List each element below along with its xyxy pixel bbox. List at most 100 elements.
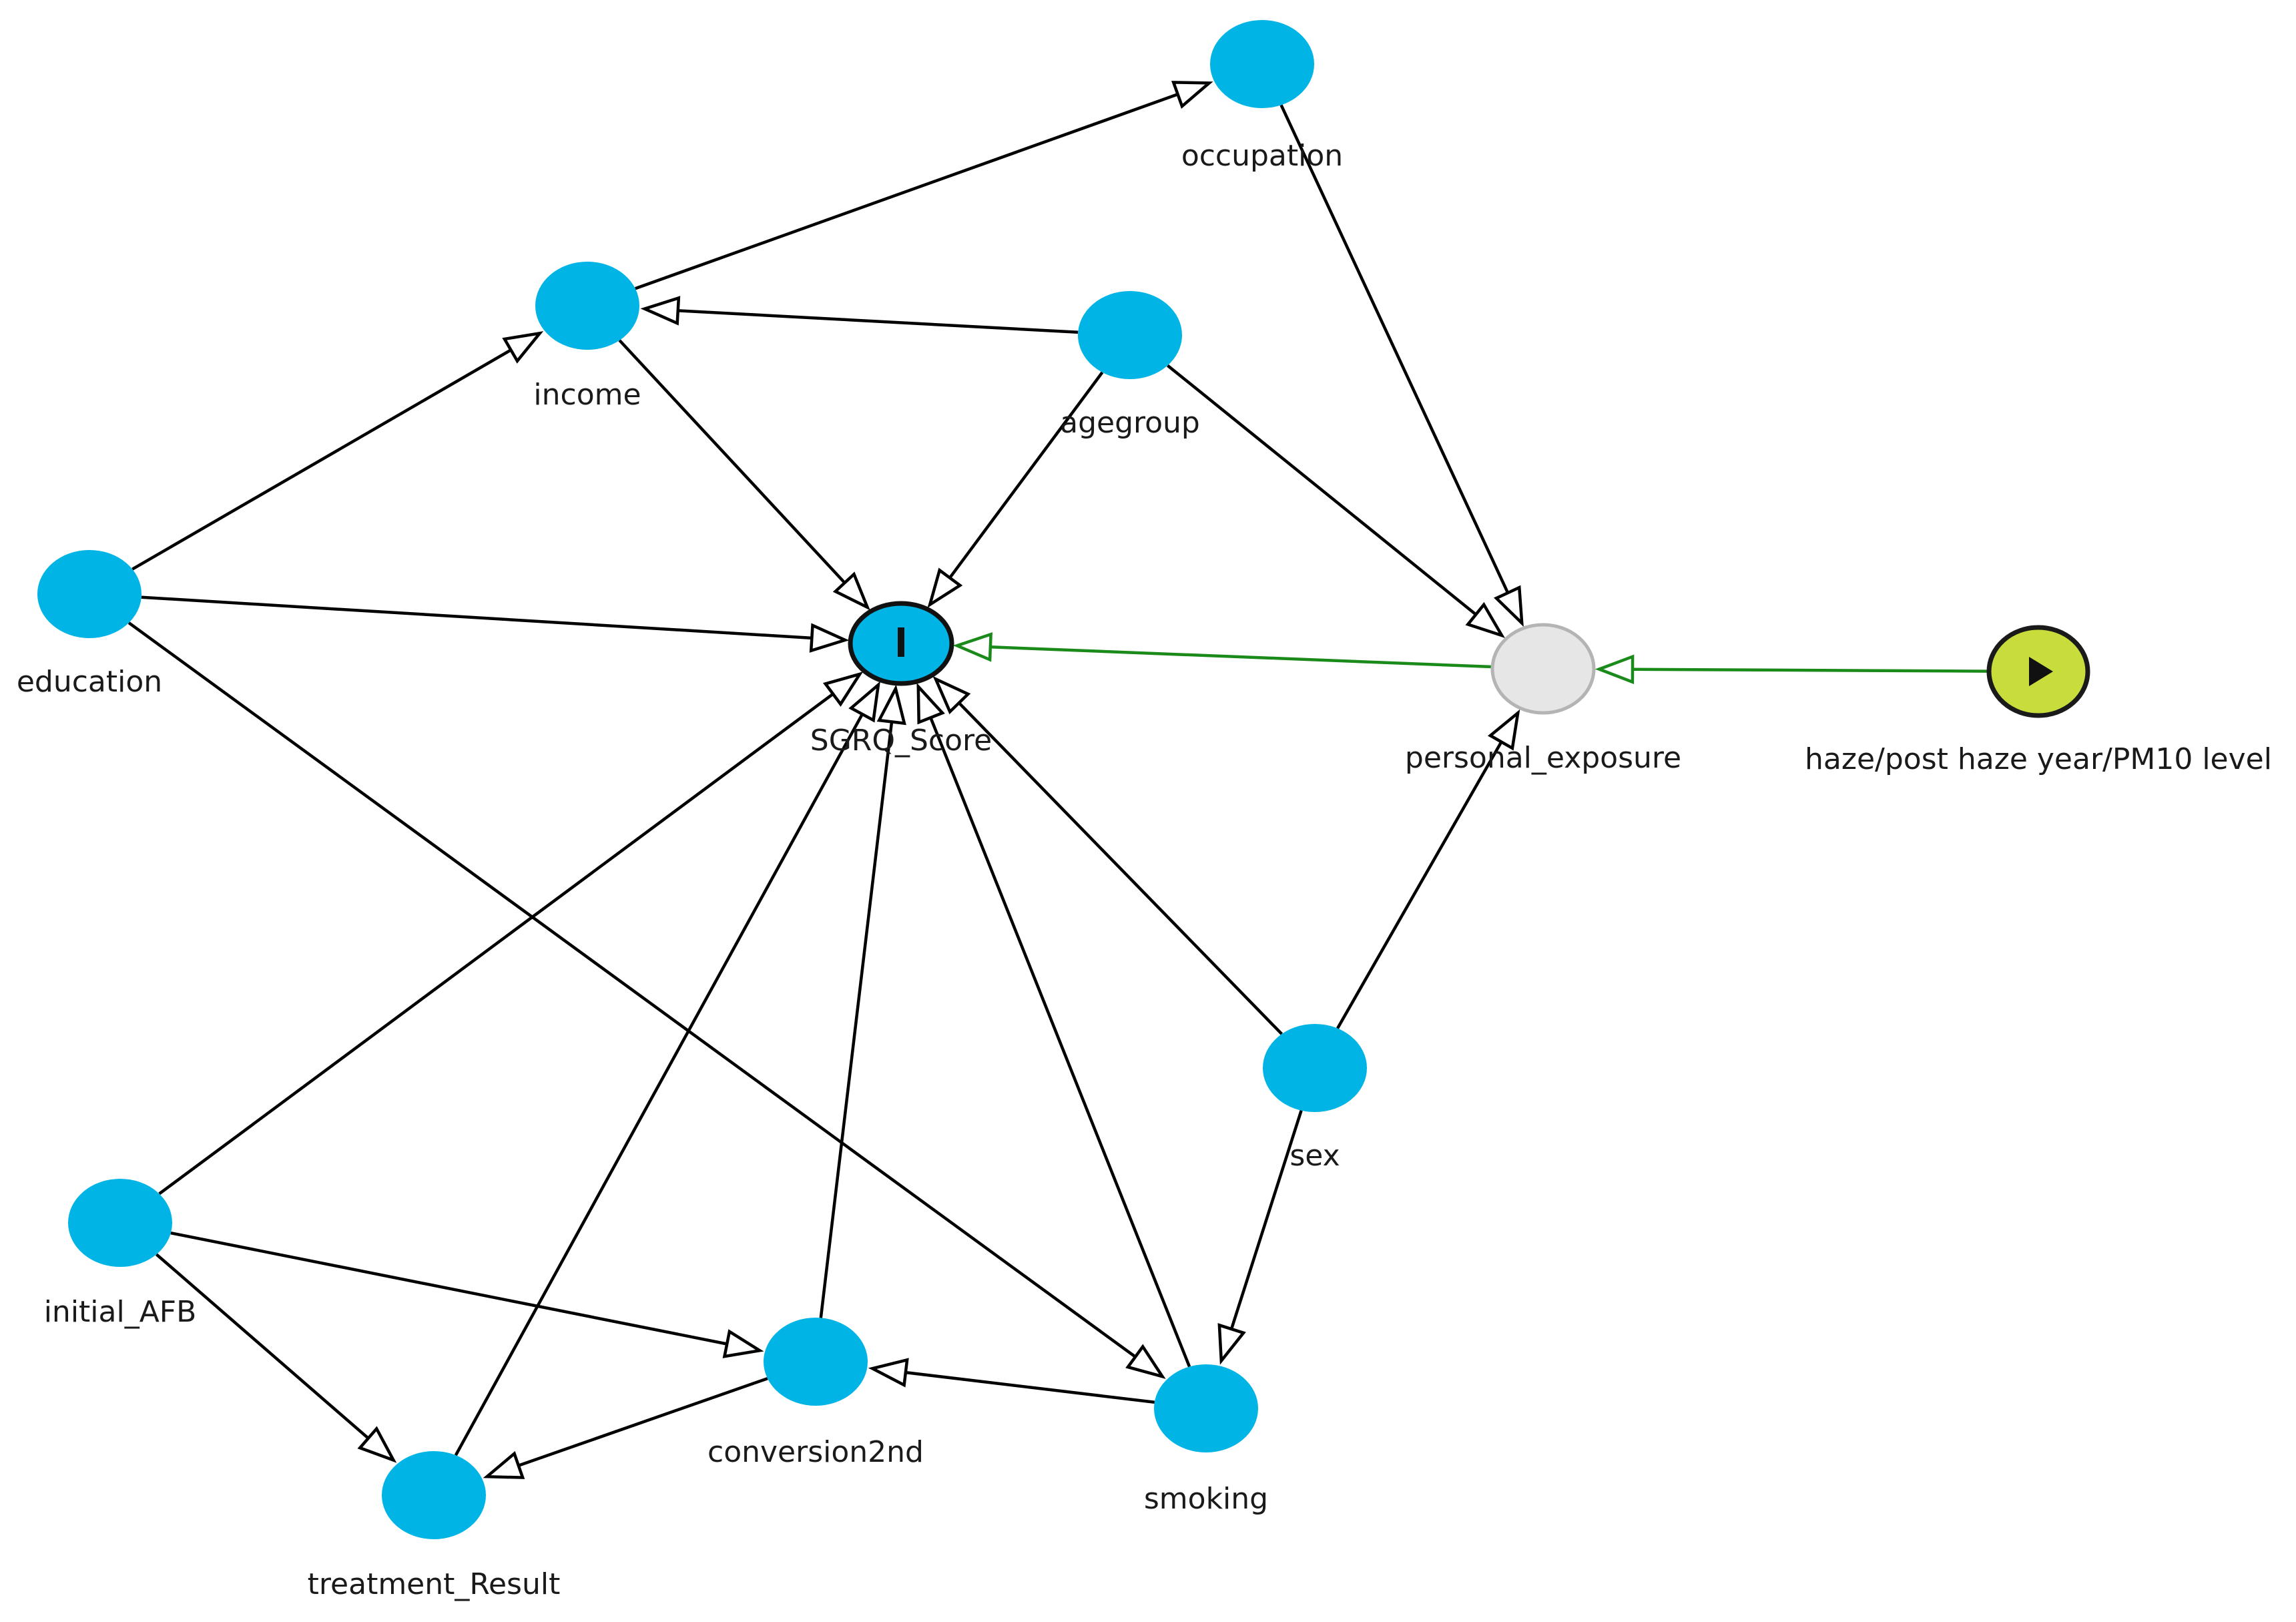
node-income[interactable] xyxy=(535,262,639,350)
node-label-personal_exposure: personal_exposure xyxy=(1405,741,1681,775)
arrowhead-icon xyxy=(927,567,963,608)
edges-layer xyxy=(127,81,1990,1479)
edge-line xyxy=(905,1370,1155,1404)
node-ellipse[interactable] xyxy=(382,1451,486,1539)
node-ellipse[interactable] xyxy=(1078,291,1182,379)
edge-sex-to-personal_exposure xyxy=(1336,709,1520,1029)
edge-income-to-occupation xyxy=(635,81,1213,290)
arrowhead-icon xyxy=(1493,585,1524,627)
node-ellipse[interactable] xyxy=(37,550,141,638)
arrowhead-icon xyxy=(832,571,870,611)
node-initial_AFB[interactable] xyxy=(68,1179,172,1267)
node-treatment_Result[interactable] xyxy=(382,1451,486,1539)
node-label-initial_AFB: initial_AFB xyxy=(44,1295,197,1329)
arrowhead-icon xyxy=(932,675,971,715)
arrowhead-icon xyxy=(916,682,945,725)
edge-line xyxy=(454,713,864,1456)
node-label-income: income xyxy=(533,378,641,412)
edge-agegroup-to-personal_exposure xyxy=(1167,364,1506,638)
edge-line xyxy=(819,722,894,1318)
node-occupation[interactable] xyxy=(1210,20,1314,108)
node-ellipse[interactable] xyxy=(1263,1024,1367,1112)
node-SGRQ_Score[interactable] xyxy=(848,601,954,686)
edge-conversion2nd-to-SGRQ_Score xyxy=(819,684,906,1318)
edge-education-to-income xyxy=(131,331,544,571)
arrowhead-icon xyxy=(809,623,850,653)
node-personal_exposure[interactable] xyxy=(1490,623,1596,715)
arrowhead-icon xyxy=(876,684,906,726)
edge-line xyxy=(635,93,1179,290)
node-agegroup[interactable] xyxy=(1078,291,1182,379)
node-label-smoking: smoking xyxy=(1144,1482,1268,1516)
edge-line xyxy=(948,371,1104,579)
edge-sex-to-smoking xyxy=(1217,1110,1303,1365)
edge-line xyxy=(929,717,1191,1368)
edge-smoking-to-conversion2nd xyxy=(868,1358,1155,1404)
edge-initial_AFB-to-SGRQ_Score xyxy=(158,671,864,1195)
edge-agegroup-to-SGRQ_Score xyxy=(927,371,1104,608)
edge-education-to-SGRQ_Score xyxy=(141,595,850,653)
node-ellipse[interactable] xyxy=(1490,623,1596,715)
arrowhead-icon xyxy=(1217,1323,1246,1365)
edge-personal_exposure-to-SGRQ_Score xyxy=(952,632,1493,669)
bar-icon xyxy=(898,627,904,657)
node-haze[interactable] xyxy=(1986,625,2090,718)
edge-line xyxy=(1167,364,1477,616)
edge-line xyxy=(518,1377,768,1467)
edge-line xyxy=(677,309,1079,334)
node-ellipse[interactable] xyxy=(535,262,639,350)
arrowhead-icon xyxy=(1171,81,1213,109)
edge-line xyxy=(1279,104,1510,594)
edge-line xyxy=(990,645,1493,669)
edge-initial_AFB-to-treatment_Result xyxy=(155,1253,397,1463)
node-ellipse[interactable] xyxy=(68,1179,172,1267)
arrowhead-icon xyxy=(952,632,992,662)
node-ellipse[interactable] xyxy=(1154,1364,1258,1452)
edge-treatment_Result-to-SGRQ_Score xyxy=(454,681,880,1456)
arrowhead-icon xyxy=(722,1329,764,1358)
labels-layer: occupation income agegroup educationSGRQ_Sc… xyxy=(17,139,2272,1601)
edge-conversion2nd-to-treatment_Result xyxy=(483,1377,768,1479)
node-label-treatment_Result: treatment_Result xyxy=(308,1567,561,1601)
edge-line xyxy=(1632,667,1990,673)
arrowhead-icon xyxy=(357,1426,397,1463)
edge-income-to-SGRQ_Score xyxy=(618,339,870,611)
arrowhead-icon xyxy=(1465,601,1506,638)
node-ellipse[interactable] xyxy=(764,1318,868,1406)
arrowhead-icon xyxy=(822,671,864,707)
edge-education-to-smoking xyxy=(127,621,1166,1379)
edge-line xyxy=(127,621,1137,1358)
edge-line xyxy=(1229,1110,1303,1330)
node-label-SGRQ_Score: SGRQ_Score xyxy=(810,724,992,758)
arrowhead-icon xyxy=(868,1358,909,1388)
arrowhead-icon xyxy=(640,296,681,326)
node-label-occupation: occupation xyxy=(1181,139,1343,173)
node-sex[interactable] xyxy=(1263,1024,1367,1112)
edge-occupation-to-personal_exposure xyxy=(1279,104,1524,627)
edge-line xyxy=(170,1231,728,1346)
node-conversion2nd[interactable] xyxy=(764,1318,868,1406)
arrowhead-icon xyxy=(848,681,880,723)
node-label-agegroup: agegroup xyxy=(1060,406,1200,440)
edge-smoking-to-SGRQ_Score xyxy=(916,682,1191,1368)
edge-line xyxy=(155,1253,370,1440)
edge-initial_AFB-to-conversion2nd xyxy=(170,1231,764,1358)
edge-line xyxy=(1336,741,1503,1029)
node-label-education: education xyxy=(17,665,162,699)
node-education[interactable] xyxy=(37,550,141,638)
edge-line xyxy=(158,692,834,1195)
edge-line xyxy=(958,702,1283,1035)
edge-haze-to-personal_exposure xyxy=(1595,654,1990,684)
node-label-sex: sex xyxy=(1289,1139,1340,1173)
node-label-haze: haze/post haze year/PM10 level xyxy=(1805,742,2272,776)
edge-line xyxy=(131,348,512,571)
edge-line xyxy=(141,595,812,640)
node-smoking[interactable] xyxy=(1154,1364,1258,1452)
node-ellipse[interactable] xyxy=(1210,20,1314,108)
nodes-layer xyxy=(37,20,2090,1539)
edge-sex-to-SGRQ_Score xyxy=(932,675,1283,1035)
arrowhead-icon xyxy=(1487,709,1520,751)
edge-line xyxy=(618,339,846,584)
arrowhead-icon xyxy=(502,331,544,364)
